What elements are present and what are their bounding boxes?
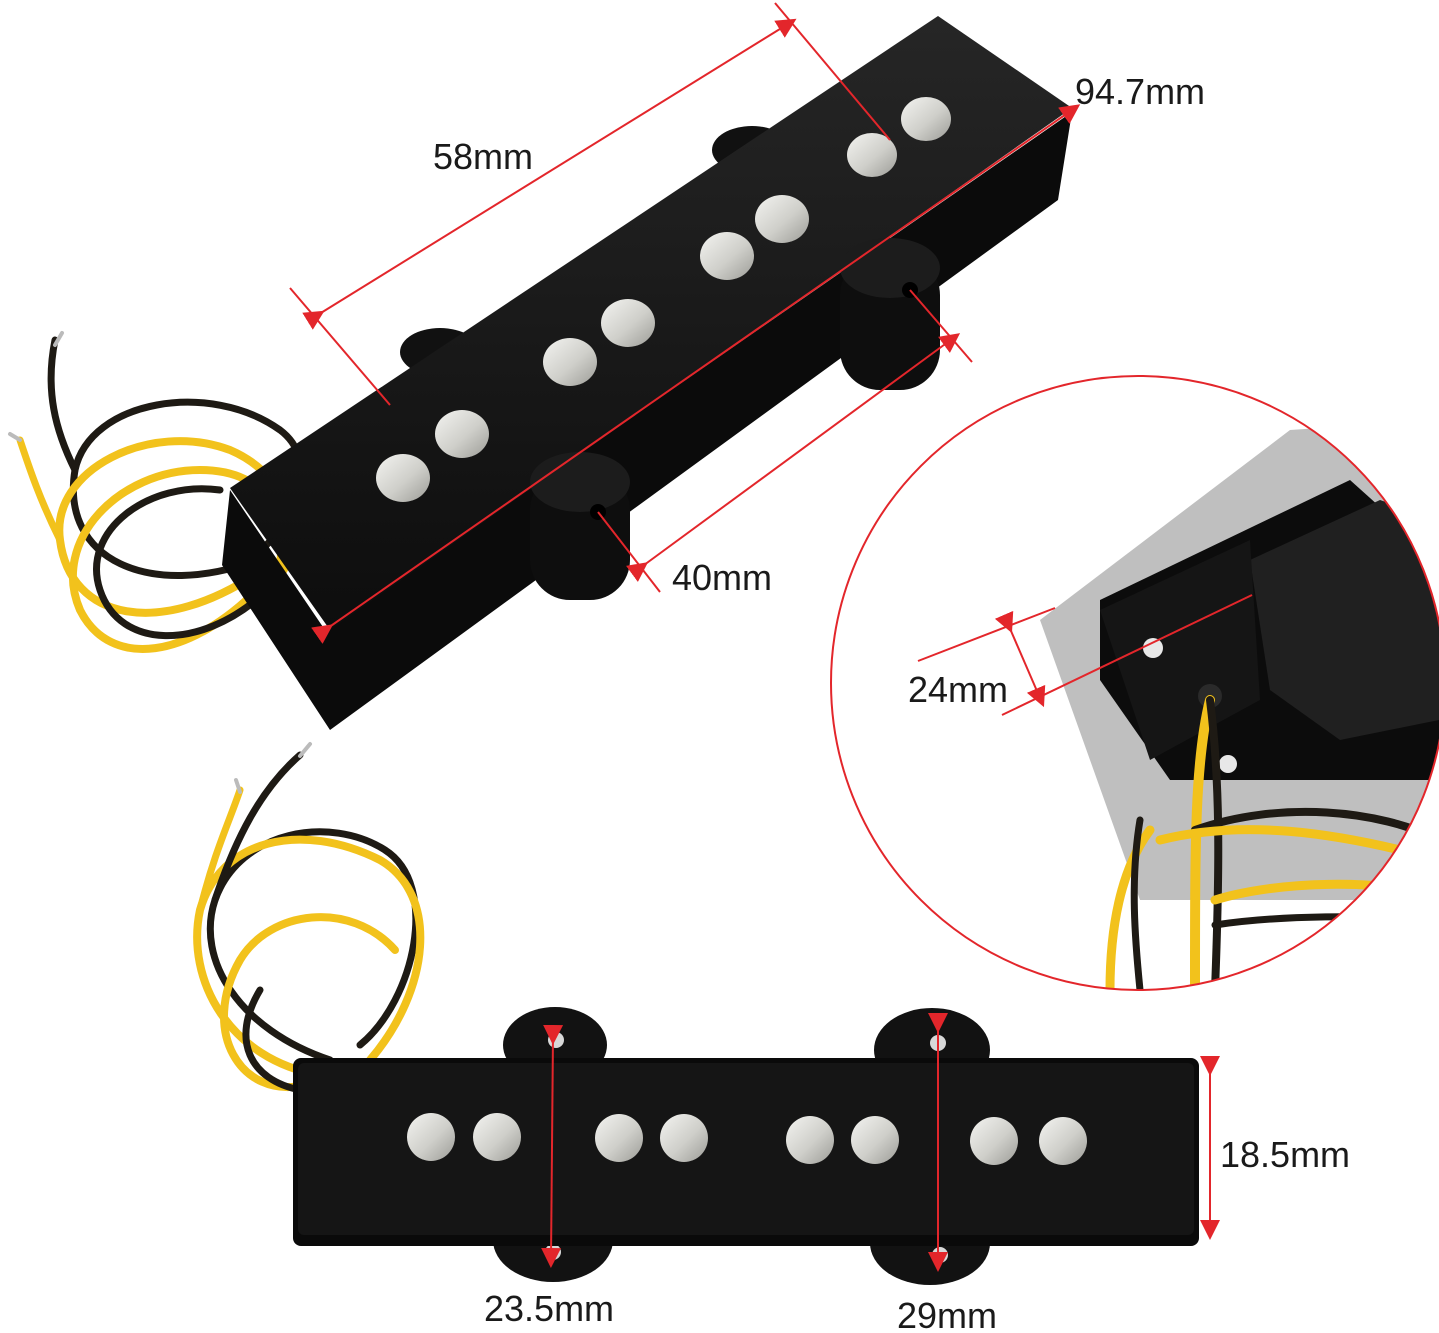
length-top-label: 58mm bbox=[433, 136, 533, 177]
pole-piece bbox=[473, 1113, 521, 1161]
bottom-pickup-wires bbox=[193, 742, 425, 1094]
length-total-label: 94.7mm bbox=[1075, 71, 1205, 112]
zoom-circle-border bbox=[830, 375, 1439, 991]
pole-piece bbox=[435, 410, 489, 458]
pole-piece bbox=[851, 1116, 899, 1164]
pole-piece bbox=[595, 1114, 643, 1162]
pole-piece bbox=[1039, 1117, 1087, 1165]
pole-piece bbox=[407, 1113, 455, 1161]
bottom-dimension-lines bbox=[541, 1013, 1220, 1272]
bottom-pickup-body bbox=[298, 1063, 1194, 1235]
pole-piece bbox=[901, 97, 951, 141]
width-right-tab-label: 29mm bbox=[897, 1295, 997, 1333]
pole-piece bbox=[700, 232, 754, 280]
pole-piece bbox=[660, 1114, 708, 1162]
width-body-label: 18.5mm bbox=[1220, 1134, 1350, 1175]
top-dimension-lines bbox=[289, 2, 1081, 644]
pole-piece bbox=[755, 195, 809, 243]
width-left-tab-label: 23.5mm bbox=[484, 1288, 614, 1329]
bottom-pickup-pole-pieces bbox=[407, 1113, 1087, 1165]
top-pickup-ear bbox=[530, 452, 630, 600]
mount-spacing-label: 40mm bbox=[672, 557, 772, 598]
zoom-detail-inset: 24mm bbox=[830, 375, 1439, 991]
pole-piece bbox=[786, 1116, 834, 1164]
pole-piece bbox=[543, 338, 597, 386]
pole-piece bbox=[970, 1117, 1018, 1165]
pole-piece bbox=[601, 299, 655, 347]
height-label: 24mm bbox=[908, 669, 1008, 710]
pole-piece bbox=[376, 454, 430, 502]
